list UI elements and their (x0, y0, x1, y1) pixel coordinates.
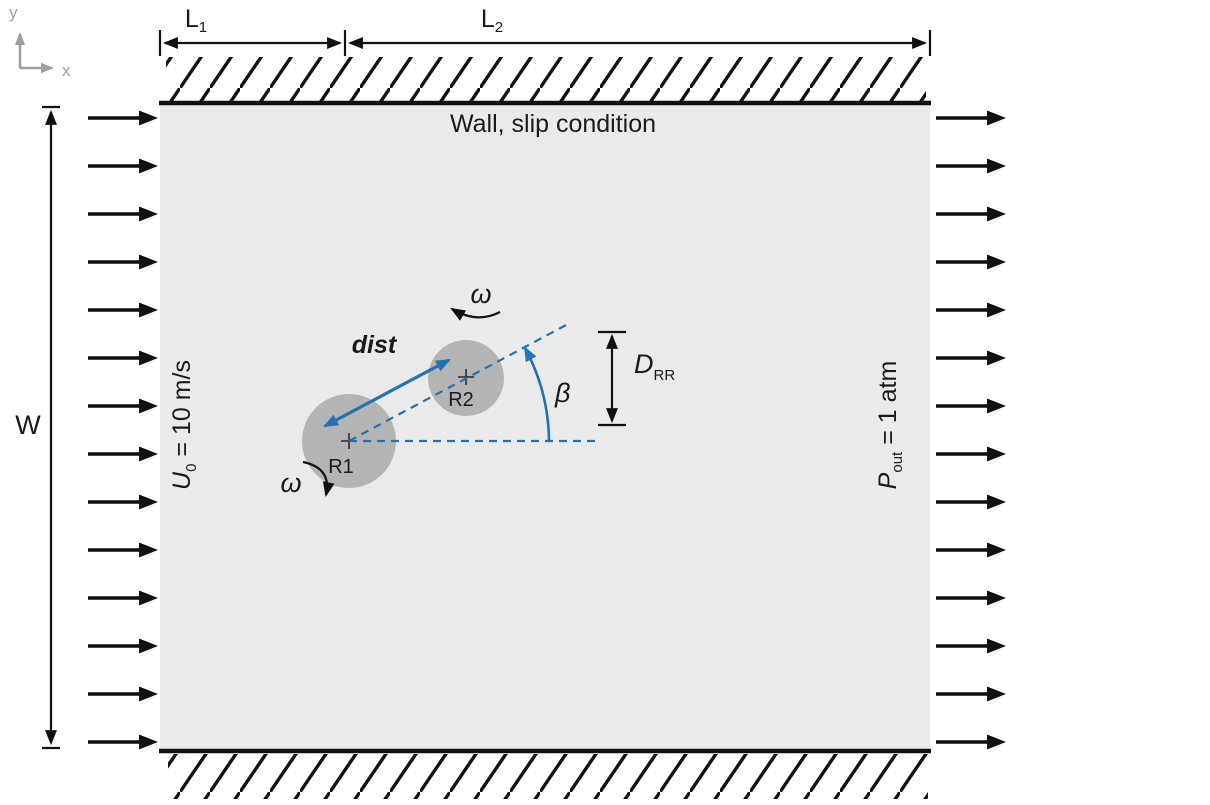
outlet-flow-arrow (934, 684, 1008, 704)
outlet-flow-arrow (934, 300, 1008, 320)
inlet-flow-arrow (86, 732, 160, 752)
inlet-flow-arrow (86, 684, 160, 704)
outlet-flow-arrow (934, 348, 1008, 368)
outlet-flow-arrow (934, 252, 1008, 272)
outlet-flow-arrow (934, 492, 1008, 512)
r2-center-mark (458, 369, 474, 385)
dist-arrow (323, 358, 451, 428)
outlet-flow-arrow (934, 204, 1008, 224)
width-dimension: W (15, 105, 60, 750)
outlet-flow-arrow (934, 444, 1008, 464)
outlet-flow-arrow (934, 108, 1008, 128)
inlet-flow-arrow (86, 444, 160, 464)
outlet-flow-arrow (934, 156, 1008, 176)
walls: Wall, slip condition (159, 57, 931, 799)
omega-rotation-arrow-r2 (450, 307, 501, 321)
drr-dimension-label: DRR (634, 349, 675, 384)
inlet-flow-arrow (86, 108, 160, 128)
outlet-flow-arrow (934, 636, 1008, 656)
length-dimensions: L1 L2 (158, 5, 932, 56)
x-axis-label: x (62, 61, 71, 80)
inlet-flow-arrow (86, 588, 160, 608)
w-dimension-label: W (15, 410, 41, 440)
inlet-flow-arrow (86, 156, 160, 176)
beta-label: β (554, 378, 570, 408)
coordinate-axes: y x (9, 3, 71, 80)
omega-rotation-arrow-r1 (302, 460, 335, 498)
omega-label-r1: ω (280, 468, 301, 498)
l2-dimension-label: L2 (481, 5, 503, 36)
r1-label: R1 (328, 456, 354, 478)
dist-label: dist (352, 331, 398, 359)
bottom-wall-hatch (168, 754, 928, 799)
inlet-flow-arrow (86, 348, 160, 368)
inlet-flow-arrow (86, 396, 160, 416)
inlet-velocity-label: U0= 10 m/s (168, 360, 200, 490)
r2-label: R2 (448, 389, 474, 411)
outlet-flow-arrow (934, 588, 1008, 608)
inlet-arrows (86, 108, 160, 752)
inlet-flow-arrow (86, 300, 160, 320)
outlet-flow-arrow (934, 540, 1008, 560)
inlet-flow-arrow (86, 492, 160, 512)
geometry-annotations: dist β DRR (323, 323, 675, 443)
inlet-flow-arrow (86, 540, 160, 560)
wall-condition-label: Wall, slip condition (450, 110, 656, 138)
y-axis-label: y (9, 3, 18, 22)
inlet-flow-arrow (86, 636, 160, 656)
outlet-flow-arrow (934, 732, 1008, 752)
inlet-flow-arrow (86, 204, 160, 224)
omega-label-r2: ω (470, 279, 491, 309)
outlet-arrows (934, 108, 1008, 752)
fluid-domain (160, 105, 930, 751)
top-wall-hatch (166, 57, 926, 101)
outlet-flow-arrow (934, 396, 1008, 416)
beta-angle-arc (523, 346, 551, 442)
inlet-flow-arrow (86, 252, 160, 272)
l1-dimension-label: L1 (185, 5, 207, 36)
drr-dimension: DRR (598, 330, 675, 427)
outlet-pressure-label: Pout= 1 atm (874, 361, 906, 490)
